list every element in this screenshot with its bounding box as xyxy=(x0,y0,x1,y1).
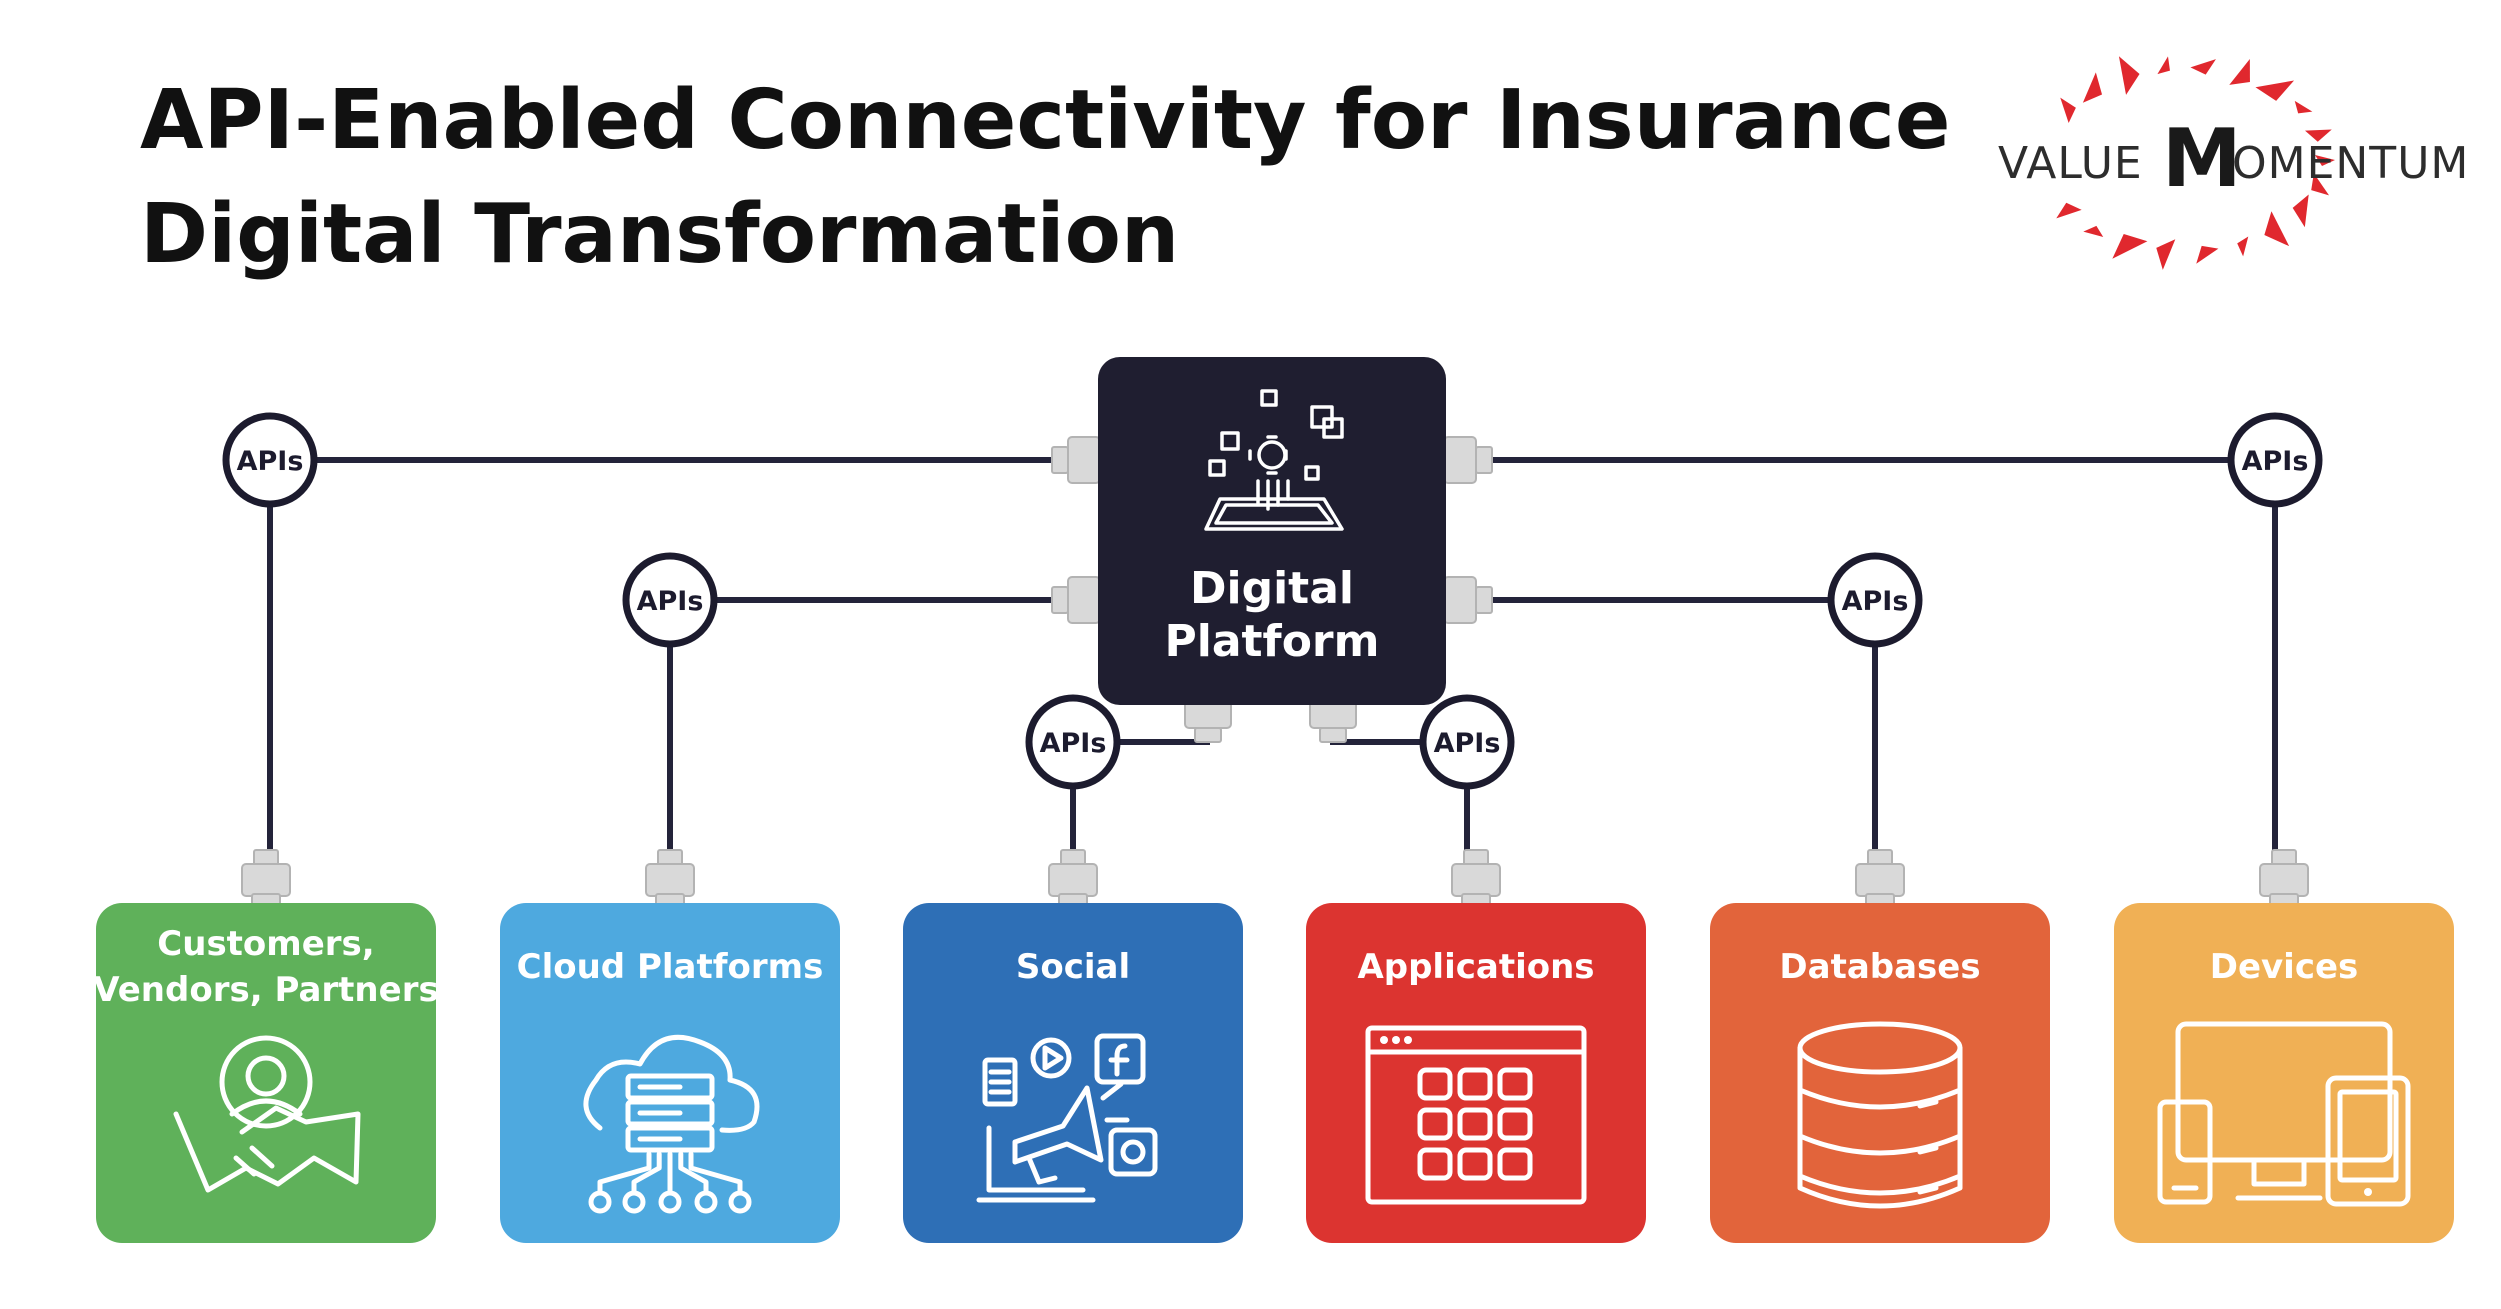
api-badge-circle xyxy=(1419,694,1515,790)
hub-label-line-1: Digital xyxy=(1190,563,1354,614)
api-badge: APIs xyxy=(222,412,318,508)
api-badge-label: APIs xyxy=(1434,728,1501,759)
devices-icon xyxy=(2157,1021,2411,1207)
logo-shard xyxy=(2311,173,2330,196)
logo-shard xyxy=(2196,245,2219,264)
card-label: Cloud Platforms xyxy=(517,947,824,987)
value-momentum-logo: VALUE M OMENTUM xyxy=(1998,56,2469,270)
api-badge: APIs xyxy=(1419,694,1515,790)
logo-shard xyxy=(2082,72,2103,103)
card-devices: Devices xyxy=(2114,903,2454,1243)
logo-text-m: M xyxy=(2162,112,2242,205)
hub-label-line-2: Platform xyxy=(1165,616,1380,667)
logo-shard xyxy=(2156,239,2176,270)
api-badge-label: APIs xyxy=(1842,586,1909,617)
api-badge: APIs xyxy=(2227,412,2323,508)
card-label: Customers, xyxy=(157,924,374,964)
card-connectors xyxy=(241,849,2309,907)
hub-box xyxy=(1098,357,1446,705)
logo-shard xyxy=(2292,194,2309,228)
api-badge-label: APIs xyxy=(237,446,304,477)
social-megaphone-icon xyxy=(976,1033,1158,1203)
card-plug xyxy=(241,849,291,907)
card-box xyxy=(500,903,840,1243)
card-box xyxy=(96,903,436,1243)
card-label: Vendors, Partners xyxy=(93,970,438,1010)
card-database: Databases xyxy=(1710,903,2050,1243)
digital-platform-icon xyxy=(1204,389,1344,531)
logo-shard xyxy=(2060,97,2076,124)
cloud-server-icon xyxy=(583,1034,760,1214)
api-badge-label: APIs xyxy=(2242,446,2309,477)
logo-shard xyxy=(2315,155,2335,166)
card-cloud-server: Cloud Platforms xyxy=(500,903,840,1243)
api-badge-circle xyxy=(1025,694,1121,790)
database-icon xyxy=(1797,1021,1963,1209)
logo-shard xyxy=(2264,211,2290,247)
logo-shard xyxy=(2229,59,2250,85)
logo-shard xyxy=(2190,59,2216,75)
card-label: Social xyxy=(1016,947,1130,987)
api-badge-circle xyxy=(1827,552,1923,648)
logo-shard xyxy=(2255,80,2295,101)
card-plug xyxy=(645,849,695,907)
api-badge-circle xyxy=(222,412,318,508)
logo-shard xyxy=(2294,100,2313,114)
logo-shard xyxy=(2083,225,2104,237)
card-partners-handshake: Customers, Vendors, Partners xyxy=(93,903,439,1243)
api-badge-label: APIs xyxy=(1040,728,1107,759)
card-plug xyxy=(1451,849,1501,907)
card-plug xyxy=(2259,849,2309,907)
logo-shard xyxy=(2237,236,2249,257)
api-badge: APIs xyxy=(1827,552,1923,648)
digital-platform-hub: Digital Platform xyxy=(1098,357,1446,705)
logo-shard xyxy=(2118,56,2140,95)
partners-handshake-icon xyxy=(173,1035,361,1193)
connection-wires xyxy=(265,457,2278,852)
api-badge-circle xyxy=(2227,412,2323,508)
logo-shard xyxy=(2304,129,2332,142)
card-label: Applications xyxy=(1357,947,1594,987)
card-social-megaphone: Social xyxy=(903,903,1243,1243)
card-plug xyxy=(1855,849,1905,907)
application-grid-icon xyxy=(1365,1025,1587,1205)
logo-red-shards-icon xyxy=(2056,56,2335,270)
title-line-1: API-Enabled Connectivity for Insurance xyxy=(140,73,1951,168)
logo-shard xyxy=(2112,234,2148,259)
card-label: Devices xyxy=(2210,947,2359,987)
api-badge: APIs xyxy=(622,552,718,648)
card-plug xyxy=(1048,849,1098,907)
api-badge-label: APIs xyxy=(637,586,704,617)
api-badge-circle xyxy=(622,552,718,648)
logo-shard xyxy=(2056,202,2082,219)
api-badge: APIs xyxy=(1025,694,1121,790)
title-line-2: Digital Transformation xyxy=(140,187,1179,282)
endpoint-cards: Customers, Vendors, Partners Cloud Platfor… xyxy=(93,903,2454,1243)
card-label: Databases xyxy=(1779,947,1980,987)
hub-connectors xyxy=(1051,436,1493,743)
card-box xyxy=(1306,903,1646,1243)
logo-text-omentum: OMENTUM xyxy=(2232,138,2469,189)
logo-shard xyxy=(2157,56,2170,75)
card-application-grid: Applications xyxy=(1306,903,1646,1243)
logo-text-value: VALUE xyxy=(1998,138,2143,189)
